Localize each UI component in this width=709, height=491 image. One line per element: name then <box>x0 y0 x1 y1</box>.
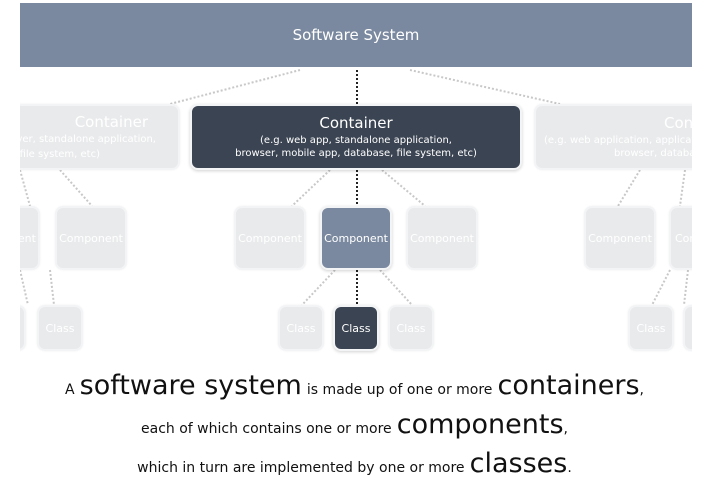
container-active-desc-2: browser, mobile app, database, file syst… <box>235 148 477 159</box>
class-label: Class <box>396 321 426 335</box>
component-label: Component <box>59 231 123 245</box>
component-active: Component <box>320 206 392 270</box>
caption-text: is made up of one or more <box>306 382 493 398</box>
class-faded: Class <box>20 305 26 351</box>
component-faded: Component <box>55 206 127 270</box>
component-label: Component <box>675 231 692 245</box>
component-faded: Component <box>669 206 692 270</box>
class-label: Class <box>286 321 316 335</box>
component-label: Component <box>238 231 302 245</box>
caption-punct: . <box>567 460 572 476</box>
caption-keyword: components <box>396 409 564 440</box>
component-label: Component <box>410 231 474 245</box>
caption-keyword: classes <box>469 448 568 479</box>
class-label: Class <box>341 321 371 335</box>
caption-text: A <box>65 382 75 398</box>
class-faded: Class <box>388 305 434 351</box>
caption-text: which in turn are implemented by one or … <box>137 460 465 476</box>
caption-line-2: each of which contains one or more compo… <box>0 409 709 440</box>
diagram-area: Software System Container server, standa… <box>20 0 692 360</box>
software-system-label: Software System <box>292 26 420 44</box>
software-system-box: Software System <box>20 3 692 67</box>
caption-punct: , <box>639 382 644 398</box>
caption-text: each of which contains one or more <box>141 421 392 437</box>
container-left-desc-1: server, standalone application, <box>20 134 156 145</box>
component-label: Component <box>324 231 388 245</box>
container-left-desc-2: file system, etc) <box>20 149 100 160</box>
caption-punct: , <box>563 421 568 437</box>
class-active: Class <box>333 305 379 351</box>
caption-keyword: software system <box>79 370 302 401</box>
caption-line-3: which in turn are implemented by one or … <box>0 448 709 479</box>
container-left: Container server, standalone application… <box>20 104 180 170</box>
container-right-title: Container <box>664 114 692 132</box>
container-active-desc-1: (e.g. web app, standalone application, <box>260 135 452 146</box>
class-label: Class <box>45 321 75 335</box>
component-faded: Component <box>584 206 656 270</box>
container-active: Container (e.g. web app, standalone appl… <box>190 104 522 170</box>
class-faded: Class <box>683 305 692 351</box>
caption-line-1: A software system is made up of one or m… <box>0 370 709 401</box>
container-active-title: Container <box>319 114 393 132</box>
class-faded: Class <box>37 305 83 351</box>
container-right-desc-1: (e.g. web application, application <box>544 135 692 146</box>
component-label: Component <box>20 231 36 245</box>
component-faded: Component <box>234 206 306 270</box>
container-right-desc-2: browser, database <box>614 148 692 159</box>
component-faded: Component <box>20 206 40 270</box>
class-faded: Class <box>628 305 674 351</box>
container-left-title: Container <box>74 113 148 131</box>
class-label: Class <box>636 321 666 335</box>
component-label: Component <box>588 231 652 245</box>
container-right: Container (e.g. web application, applica… <box>534 104 692 170</box>
connector-lines <box>20 69 689 306</box>
caption-keyword: containers <box>497 370 640 401</box>
component-faded: Component <box>406 206 478 270</box>
class-faded: Class <box>278 305 324 351</box>
